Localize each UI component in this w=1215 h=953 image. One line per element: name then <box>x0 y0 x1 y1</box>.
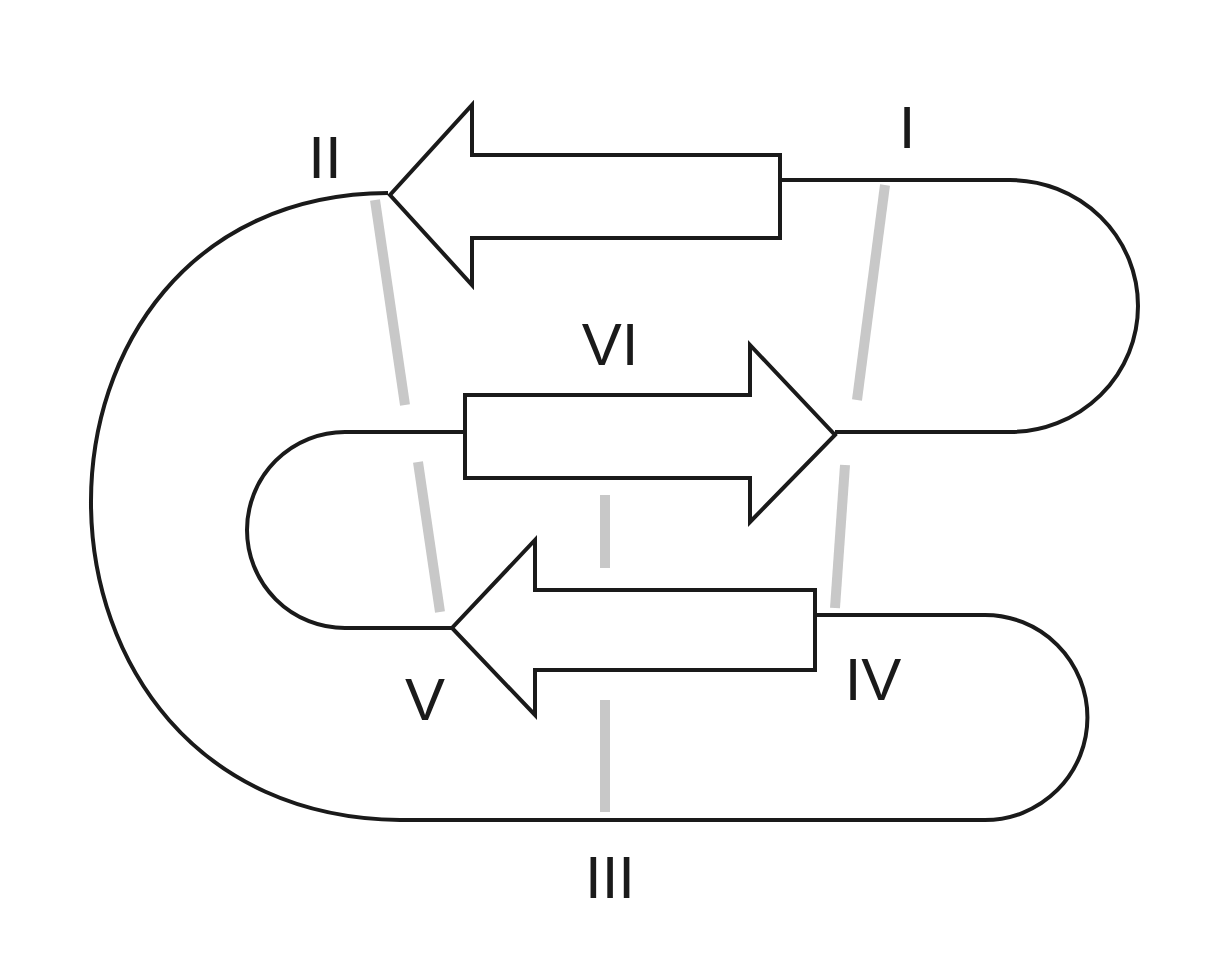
loop-line <box>780 180 1138 432</box>
strand-label: IV <box>845 650 902 710</box>
strand-arrow <box>390 105 780 285</box>
strand-label: V <box>405 670 445 730</box>
bond-line <box>375 200 405 405</box>
loop-line <box>91 193 1087 820</box>
hydrogen-bonds <box>375 185 885 812</box>
strand-arrow <box>452 540 815 715</box>
bond-line <box>600 700 610 812</box>
strand-label: I <box>899 98 916 158</box>
loops <box>91 180 1138 820</box>
strand-arrows <box>390 105 835 715</box>
loop-line <box>247 432 465 628</box>
strand-label: VI <box>582 315 639 375</box>
strand-arrow <box>465 345 835 522</box>
bond-line <box>418 462 440 612</box>
strand-label: II <box>308 128 341 188</box>
bond-line <box>600 495 610 568</box>
bond-line <box>835 465 845 608</box>
strand-label: III <box>585 848 635 908</box>
bond-line <box>857 185 885 400</box>
